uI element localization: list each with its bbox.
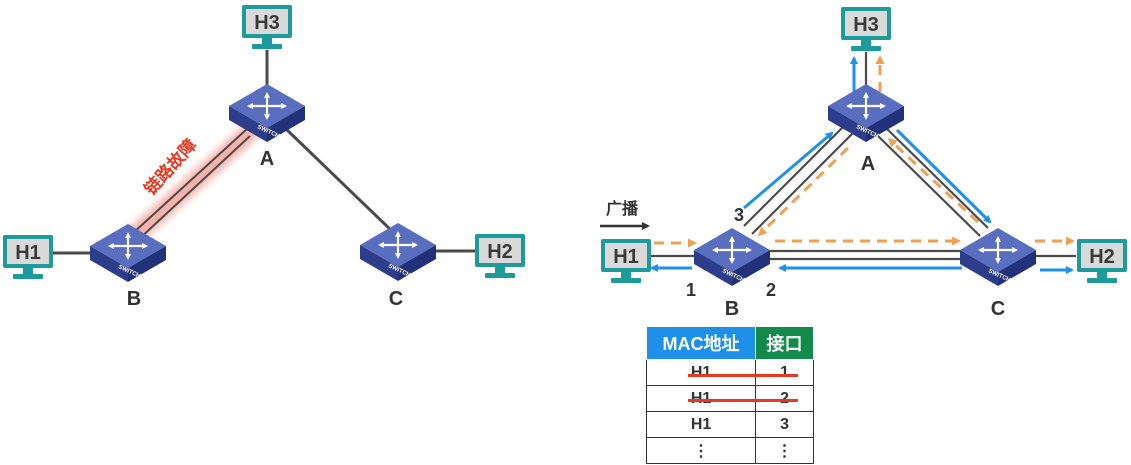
mac-cell: H1 <box>645 385 757 412</box>
port-2-label: 2 <box>766 280 776 300</box>
host-h2-right: H2 <box>1077 239 1127 283</box>
orange-flow <box>654 55 1075 248</box>
switch-c-right-label: C <box>991 298 1005 320</box>
strike-row-1 <box>688 374 798 377</box>
host-h1: H1 <box>3 235 53 279</box>
strike-row-2 <box>688 399 798 402</box>
switch-a: SWITCH <box>227 82 307 144</box>
switch-b-right: SWITCH <box>692 226 772 288</box>
host-h3-right-label: H3 <box>853 14 879 36</box>
port-cell: 2 <box>755 385 814 412</box>
host-h1-right-label: H1 <box>613 246 639 268</box>
mac-cell: ⋮ <box>645 437 757 464</box>
switch-b-right-label: B <box>725 298 739 320</box>
host-h1-label: H1 <box>15 242 41 264</box>
mac-address-table: MAC地址 接口 H1 1 H1 2 H1 3 ⋮ ⋮ <box>645 326 814 464</box>
switch-b-label: B <box>127 288 141 310</box>
host-h3-label: H3 <box>254 12 280 34</box>
table-row: H1 1 <box>645 359 814 386</box>
host-h3: H3 <box>242 5 292 49</box>
link-b-a-failed <box>131 127 249 235</box>
mac-cell: H1 <box>645 411 757 438</box>
port-cell: ⋮ <box>755 437 814 464</box>
switch-a-right-label: A <box>861 153 875 175</box>
table-row: ⋮ ⋮ <box>645 437 814 464</box>
host-h2-label: H2 <box>487 241 513 263</box>
host-h3-right: H3 <box>841 7 891 51</box>
left-topology: H3 SWITCH A SWITCH B SWITCH C H1 H2 链路故障 <box>3 5 525 310</box>
port-cell: 3 <box>755 411 814 438</box>
mac-header: MAC地址 <box>645 326 757 360</box>
mac-cell: H1 <box>645 359 757 386</box>
switch-a-label: A <box>260 148 274 170</box>
table-row: H1 3 <box>645 411 814 438</box>
switch-c-label: C <box>389 288 403 310</box>
port-header: 接口 <box>755 326 814 360</box>
table-row: H1 2 <box>645 385 814 412</box>
broadcast-label: 广播 <box>606 199 639 218</box>
host-h1-right: H1 <box>601 239 651 283</box>
switch-c: SWITCH <box>358 221 438 283</box>
fault-glow <box>125 125 257 245</box>
port-cell: 1 <box>755 359 814 386</box>
switch-b: SWITCH <box>88 222 168 284</box>
switch-a-right: SWITCH <box>826 82 906 144</box>
switch-c-right: SWITCH <box>958 226 1038 288</box>
right-topology: 广播 H3 SWITCH A SWITCH B SWITCH C H1 H2 <box>600 7 1127 320</box>
port-3-label: 3 <box>734 205 744 225</box>
blue-flow <box>650 56 1074 274</box>
link-a-c <box>283 126 395 234</box>
port-1-label: 1 <box>686 280 696 300</box>
host-h2: H2 <box>475 234 525 278</box>
host-h2-right-label: H2 <box>1089 246 1115 268</box>
